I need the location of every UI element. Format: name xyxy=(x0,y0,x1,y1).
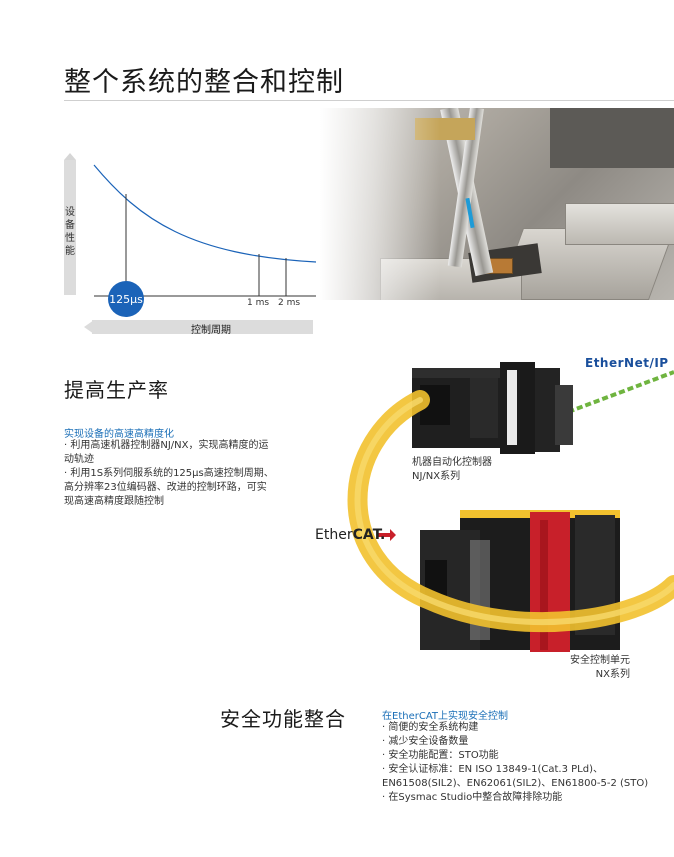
y-axis-bar xyxy=(64,160,76,295)
controller-caption: 机器自动化控制器 NJ/NX系列 xyxy=(412,456,492,484)
list-item: · 简便的安全系统构建 xyxy=(382,722,479,733)
safety-heading: 安全功能整合 xyxy=(220,707,346,731)
productivity-list: · 利用高速机器控制器NJ/NX，实现高精度的运 动轨迹 · 利用1S系列伺服系… xyxy=(64,439,274,509)
safety-list: · 简便的安全系统构建 · 减少安全设备数量 · 安全功能配置：STO功能 · … xyxy=(382,721,648,805)
safety-subheading: 在EtherCAT上实现安全控制 xyxy=(382,711,508,722)
x-axis-arrow-icon xyxy=(84,320,94,334)
ethercat-logo-prefix: Ether xyxy=(315,527,353,543)
x-axis-bar: 控制周期 xyxy=(92,320,313,336)
list-item: · 在Sysmac Studio中整合故障排除功能 xyxy=(382,792,563,803)
list-item: · 安全认证标准：EN ISO 13849-1(Cat.3 PLd)、 xyxy=(382,764,603,775)
list-item: · 利用高速机器控制器NJ/NX，实现高精度的运 xyxy=(64,440,269,451)
controller-caption-line1: 机器自动化控制器 xyxy=(412,457,492,468)
x-axis-label: 控制周期 xyxy=(191,325,231,336)
ethercat-arrow-icon xyxy=(377,529,396,541)
productivity-heading: 提高生产率 xyxy=(64,378,169,402)
list-item: EN61508(SIL2)、EN62061(SIL2)、EN61800-5-2 … xyxy=(382,778,649,789)
list-item: 现高速高精度跟随控制 xyxy=(64,496,164,507)
ethercat-cable-highlight xyxy=(354,397,674,626)
ethernet-cable xyxy=(559,370,674,417)
safety-unit-caption-line2: NX系列 xyxy=(595,669,630,680)
ethercat-logo: EtherCAT. xyxy=(315,527,385,543)
list-item: 高分辨率23位编码器、改进的控制环路，可实 xyxy=(64,482,267,493)
machine-photo xyxy=(320,108,674,300)
productivity-subheading: 实现设备的高速高精度化 xyxy=(64,429,174,440)
performance-curve xyxy=(93,164,317,263)
y-axis-arrow xyxy=(64,153,76,160)
safety-unit-caption-line1: 安全控制单元 xyxy=(570,655,630,666)
list-item: · 利用1S系列伺服系统的125µs高速控制周期、 xyxy=(64,468,274,479)
ethercat-logo-suffix: CAT. xyxy=(352,527,386,543)
safety-unit-caption: 安全控制单元 NX系列 xyxy=(540,654,630,682)
performance-chart xyxy=(64,153,317,297)
marker-2ms-label: 2 ms xyxy=(278,298,301,308)
nj-controller-image xyxy=(412,362,573,454)
list-item: · 减少安全设备数量 xyxy=(382,736,469,747)
list-item: 动轨迹 xyxy=(64,454,94,465)
title-divider xyxy=(64,100,674,101)
page-title: 整个系统的整合和控制 xyxy=(64,67,344,98)
list-item: · 安全功能配置：STO功能 xyxy=(382,750,499,761)
marker-1ms-label: 1 ms xyxy=(247,298,270,308)
controller-caption-line2: NJ/NX系列 xyxy=(412,471,461,482)
ethernet-ip-logo: EtherNet/IP xyxy=(585,356,669,370)
marker-125us-badge: 125µs xyxy=(108,281,144,317)
y-axis-label: 设备性能 xyxy=(65,207,75,257)
